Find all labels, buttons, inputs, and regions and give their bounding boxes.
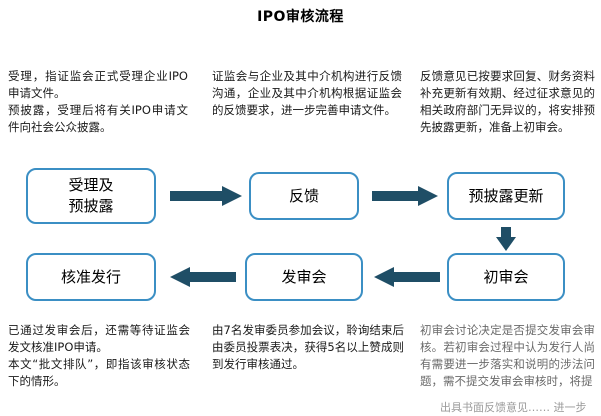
node-acceptance[interactable]: 受理及 预披露	[26, 168, 156, 224]
arrow-feedback-to-predisclosure	[372, 186, 438, 206]
note-acceptance: 受理，指证监会正式受理企业IPO申请文件。 预披露，受理后将有关IPO申请文件向…	[8, 69, 188, 134]
node-feedback[interactable]: 反馈	[249, 172, 359, 220]
note-feedback: 证监会与企业及其中介机构进行反馈沟通，企业及其中介机构根据证监会的反馈要求，进一…	[212, 69, 402, 117]
note-approval-issuance: 已通过发审会后，还需等待证监会发文核准IPO申请。 本文“批文排队”，即指该审核…	[8, 323, 190, 388]
node-predisclosure-update[interactable]: 预披露更新	[447, 172, 565, 220]
arrow-predisclosure-to-preliminary	[496, 227, 516, 251]
node-approval-issuance[interactable]: 核准发行	[26, 253, 156, 301]
node-issuance-review[interactable]: 发审会	[245, 253, 363, 301]
node-preliminary-review[interactable]: 初审会	[447, 253, 565, 301]
arrow-preliminary-to-issuance	[374, 267, 440, 287]
arrow-issuance-to-approval	[170, 267, 236, 287]
cut-off-text: 出具书面反馈意见…… 进一步	[440, 401, 587, 414]
arrow-acceptance-to-feedback	[170, 186, 242, 206]
page-title: IPO审核流程	[257, 9, 344, 25]
note-predisclosure-update: 反馈意见已按要求回复、财务资料补充更新有效期、经过征求意见的相关政府部门无异议的…	[420, 69, 595, 134]
note-issuance-review: 由7名发审委员参加会议，聆询结束后由委员投票表决，获得5名以上赞成则到发行审核通…	[212, 323, 404, 371]
note-preliminary-review: 初审会讨论决定是否提交发审会审核。若初审会过程中认为发行人尚有需要进一步落实和说…	[420, 323, 595, 388]
